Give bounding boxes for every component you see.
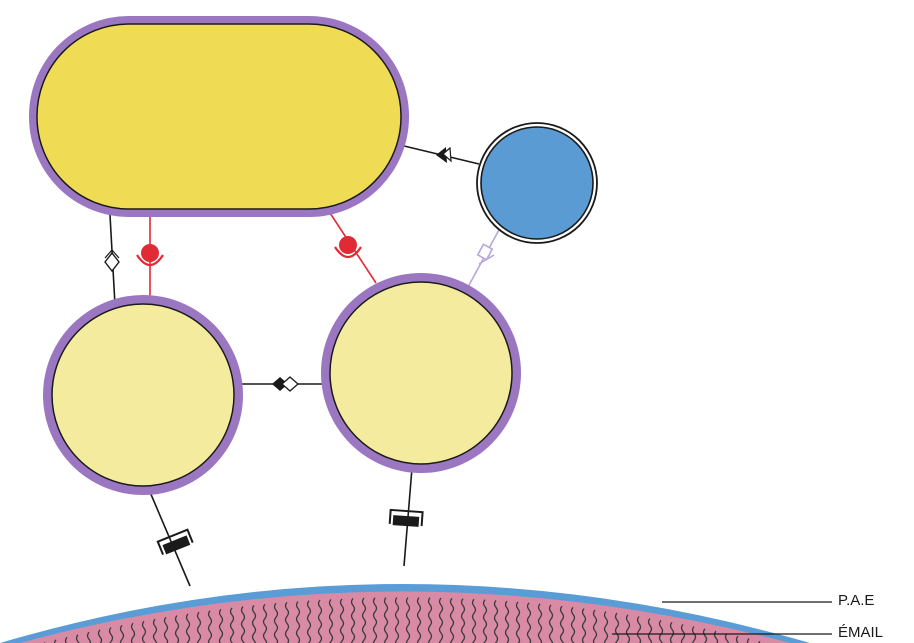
open-diamond-symbol	[105, 250, 119, 271]
enamel-layer	[20, 592, 790, 643]
right-yellow-circle	[321, 273, 521, 473]
red-ball-socket-left	[137, 244, 163, 265]
blue-circle	[477, 123, 597, 243]
anchor-bracket-right	[390, 510, 423, 527]
left-yellow-circle	[43, 295, 243, 495]
email-label: ÉMAIL	[838, 624, 883, 641]
large-yellow-capsule	[29, 16, 409, 217]
black-arrow-symbol	[436, 147, 451, 163]
pae-label: P.A.E	[838, 592, 874, 609]
filled-diamond-symbol	[272, 377, 298, 391]
lavender-connector-symbol	[478, 244, 494, 264]
